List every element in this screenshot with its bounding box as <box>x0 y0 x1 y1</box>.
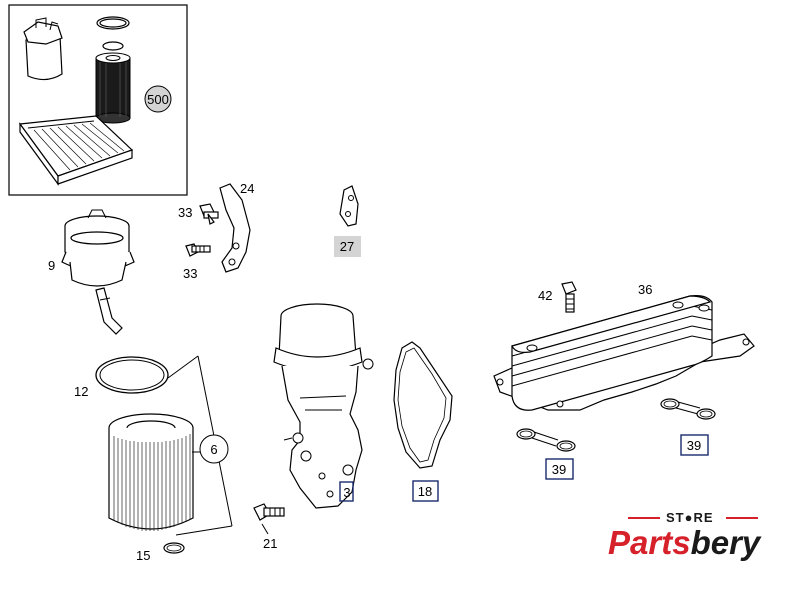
label-6: 6 <box>210 442 217 457</box>
logo-wordmark: Partsbery <box>608 524 760 562</box>
inset-fuel-filter <box>23 17 63 81</box>
logo-accent-bar-right <box>726 517 758 519</box>
bolt-33-lower <box>185 243 211 257</box>
gasket-18 <box>393 341 453 469</box>
seal-pair-39-left <box>516 428 576 452</box>
label-39-right: 39 <box>687 438 701 453</box>
o-ring-12 <box>95 356 169 394</box>
label-27: 27 <box>340 239 354 254</box>
label-3: 3 <box>343 485 350 500</box>
partsbery-logo: ST●RE Partsbery <box>608 510 788 570</box>
label-18: 18 <box>418 484 432 499</box>
seal-pair-39-right <box>660 398 716 420</box>
label-24: 24 <box>240 181 254 196</box>
label-21: 21 <box>263 536 277 551</box>
label-42: 42 <box>538 288 552 303</box>
label-33-lower: 33 <box>183 266 197 281</box>
bolt-33-upper <box>199 203 219 225</box>
label-500: 500 <box>147 92 169 107</box>
label-33-upper: 33 <box>178 205 192 220</box>
label-36: 36 <box>638 282 652 297</box>
bracket-27 <box>339 185 359 227</box>
logo-word-parts: Parts <box>608 524 691 561</box>
label-15: 15 <box>136 548 150 563</box>
filter-housing-3 <box>273 303 374 509</box>
inset-cartridge <box>95 16 131 124</box>
filter-cap-9 <box>61 209 135 335</box>
label-39-right-box <box>680 434 709 456</box>
label-39-left-box <box>545 458 574 480</box>
inset-air-filter <box>18 115 134 186</box>
inset-box: 500 <box>8 4 188 196</box>
label-39-left: 39 <box>552 462 566 477</box>
label-12: 12 <box>74 384 88 399</box>
logo-store-text: ST●RE <box>666 510 714 525</box>
bolt-42 <box>561 281 577 313</box>
label-3-box <box>339 481 354 502</box>
logo-accent-bar-left <box>628 517 660 519</box>
bracket-24 <box>219 183 251 273</box>
label-27-box <box>334 236 361 257</box>
oil-cooler-36 <box>493 295 755 411</box>
o-ring-15 <box>163 542 185 554</box>
filter-element <box>108 413 194 531</box>
bolt-21 <box>253 503 285 535</box>
label-6-circle <box>199 434 229 464</box>
label-9: 9 <box>48 258 55 273</box>
label-18-box <box>412 480 439 502</box>
logo-word-bery: bery <box>690 524 761 561</box>
